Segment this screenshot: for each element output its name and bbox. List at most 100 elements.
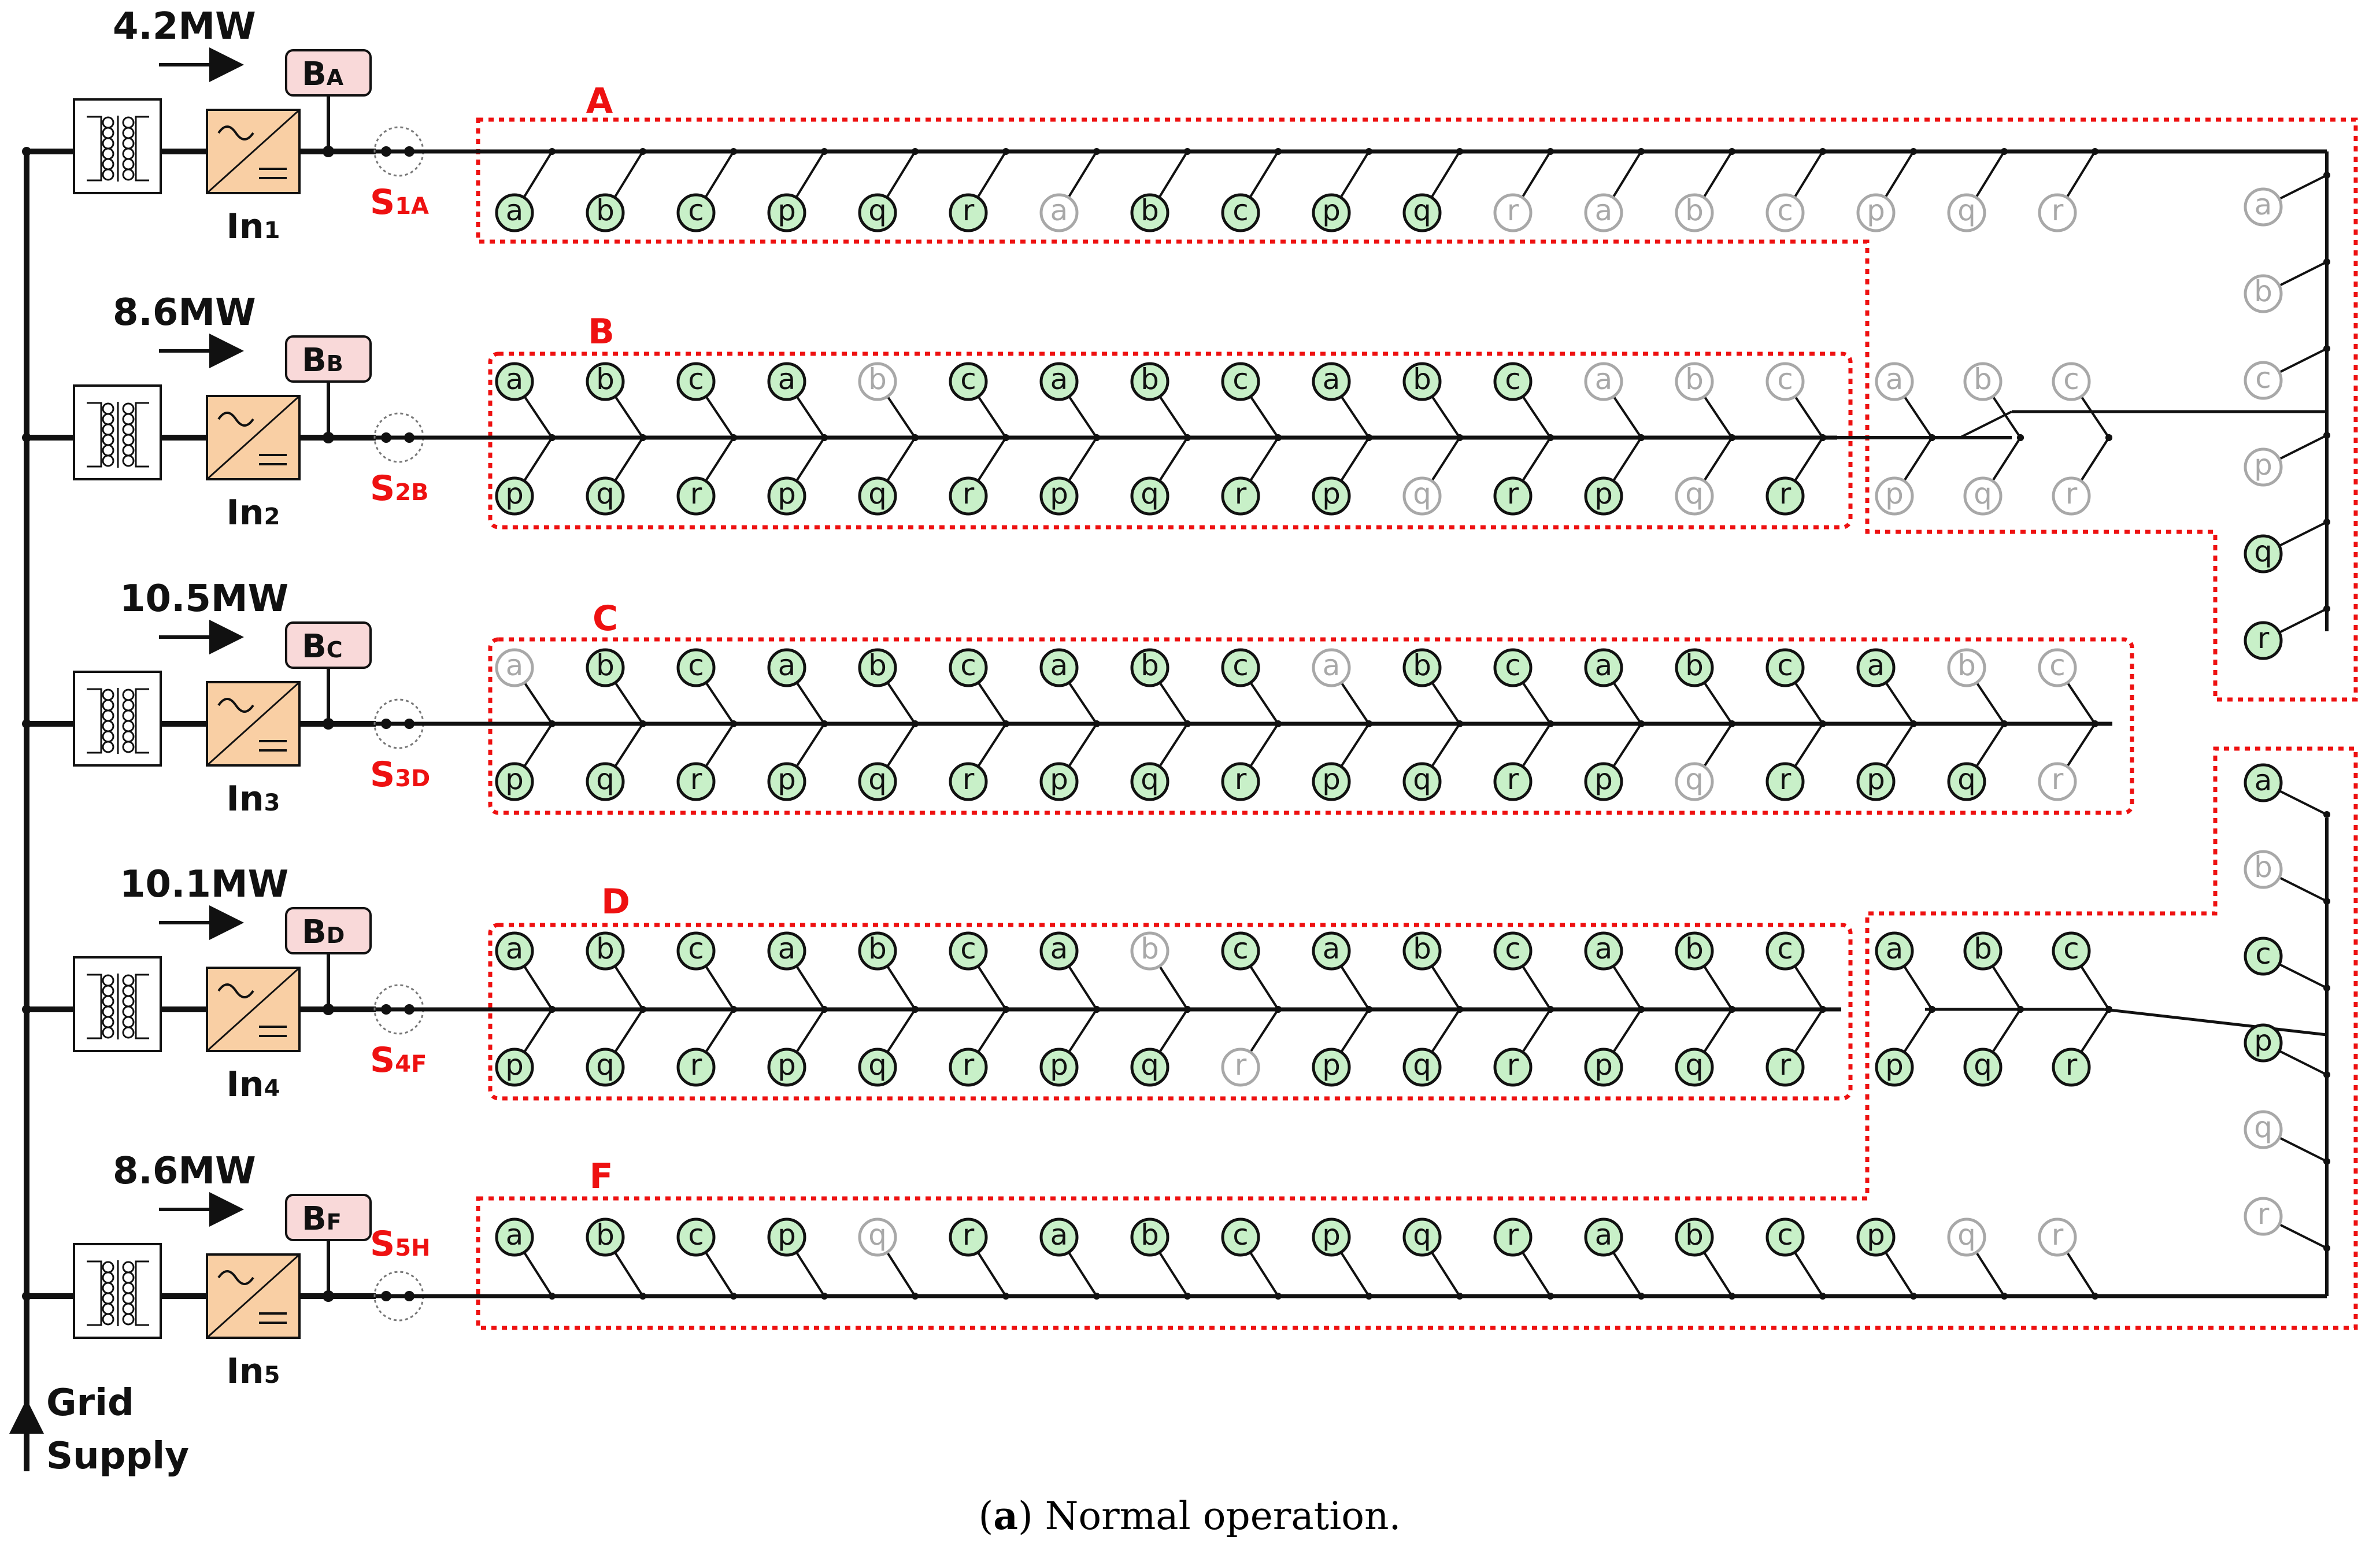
svg-text:a: a [1050,1218,1068,1252]
svg-text:a: a [1595,1218,1613,1252]
svg-text:b: b [2254,850,2272,884]
load-node-C-bot-3: r [676,720,737,801]
svg-text:b: b [2254,275,2272,308]
svg-text:c: c [688,932,704,965]
load-node-A-16: p [1856,148,1917,232]
svg-text:r: r [963,1218,975,1252]
svg-text:b: b [1957,649,1976,682]
load-node-D-bot-9: r [1221,1006,1282,1087]
svg-text:r: r [1779,763,1792,796]
load-node-C-bot-12: r [1493,720,1554,801]
grid-supply-label-line2: Supply [46,1435,189,1478]
sectionalizing-switch[interactable] [373,126,424,177]
svg-text:b: b [1974,932,1992,965]
switch-label: S1A [370,182,429,223]
svg-text:c: c [1232,649,1249,682]
load-node-A-2: b [586,148,646,232]
svg-text:p: p [1867,1218,1885,1252]
load-node-D-top-1: a [495,931,556,1013]
battery-label-sub: C [327,637,343,663]
load-node-A-branch-bot-2: q [1963,434,2024,516]
svg-text:p: p [1594,1048,1613,1082]
load-node-F-branch-top-3: c [2052,931,2112,1013]
power-label: 8.6MW [113,1150,256,1193]
load-node-C-top-18: c [2038,648,2098,727]
svg-text:r: r [1507,1218,1519,1252]
load-node-F-branch-bot-3: r [2052,1006,2112,1087]
svg-text:c: c [1505,649,1521,682]
battery-label-sub: A [327,65,344,90]
svg-text:a: a [1867,649,1885,682]
load-node-F-8: b [1130,1217,1191,1300]
svg-text:q: q [868,1048,887,1082]
load-node-A-branch-bot-1: p [1875,434,1935,516]
svg-text:q: q [868,1218,887,1252]
load-node-F-14: b [1675,1217,1735,1300]
zone-border-A [476,117,2358,702]
svg-text:r: r [1507,477,1519,510]
svg-text:b: b [1685,194,1704,227]
svg-text:a: a [1050,649,1068,682]
bus-junction-dot [22,433,31,442]
svg-text:c: c [960,649,976,682]
svg-text:q: q [1685,763,1704,796]
svg-text:q: q [1141,763,1159,796]
load-node-C-top-13: a [1584,648,1645,727]
svg-text:q: q [1685,477,1704,510]
svg-text:c: c [1777,649,1793,682]
load-node-F-col-6: r [2244,1197,2330,1252]
svg-text:a: a [506,194,524,227]
load-node-D-bot-14: q [1675,1006,1735,1087]
feeder-equipment: In1BA4.2MWS1AIn2BB8.6MWS2BIn3BC10.5MWS3D… [22,5,431,1392]
svg-text:p: p [1322,477,1341,510]
load-node-B-bot-11: q [1402,434,1463,516]
load-node-C-bot-5: q [858,720,919,801]
battery-box: BF [285,1194,372,1241]
load-node-D-bot-12: r [1493,1006,1554,1087]
load-node-F-10: p [1312,1217,1372,1300]
feeder-line [2012,422,2327,438]
battery-box: BC [285,621,372,669]
load-node-D-bot-6: r [949,1006,1009,1087]
svg-text:b: b [596,932,615,965]
svg-text:q: q [1957,194,1976,227]
svg-text:q: q [596,763,615,796]
svg-text:b: b [868,649,887,682]
svg-text:a: a [1595,194,1613,227]
load-node-A-col-5: q [2244,519,2330,573]
load-node-C-top-1: a [495,648,556,727]
zone-label-A: A [586,81,613,121]
load-node-B-bot-2: q [586,434,646,516]
load-node-D-bot-10: p [1312,1006,1372,1087]
svg-text:b: b [1141,649,1159,682]
load-node-C-bot-10: p [1312,720,1372,801]
load-node-C-top-5: b [858,648,919,727]
load-node-B-bot-4: p [767,434,828,516]
load-node-B-top-6: c [949,362,1009,441]
zone-label-D: D [601,882,630,922]
switch-label: S2B [370,468,429,509]
load-node-C-top-15: c [1765,648,1826,727]
svg-text:p: p [1885,1048,1904,1082]
svg-text:c: c [2063,362,2079,396]
load-node-F-7: a [1039,1217,1100,1300]
inverter-label: In2 [227,493,280,533]
load-node-A-17: q [1947,148,2008,232]
svg-text:r: r [2257,621,2270,655]
svg-text:a: a [506,362,524,396]
svg-text:r: r [2257,1197,2270,1231]
load-node-B-top-14: b [1675,362,1735,441]
load-node-C-top-2: b [586,648,646,727]
load-node-C-bot-11: q [1402,720,1463,801]
svg-text:c: c [960,932,976,965]
load-node-D-top-15: c [1765,931,1826,1013]
load-node-F-col-3: c [2244,937,2330,991]
load-node-F-16: p [1856,1217,1917,1300]
svg-text:p: p [1885,477,1904,510]
svg-text:c: c [688,649,704,682]
svg-text:c: c [1232,932,1249,965]
load-node-B-top-8: b [1130,362,1191,441]
svg-text:b: b [1685,932,1704,965]
zone-label-B: B [588,312,615,352]
